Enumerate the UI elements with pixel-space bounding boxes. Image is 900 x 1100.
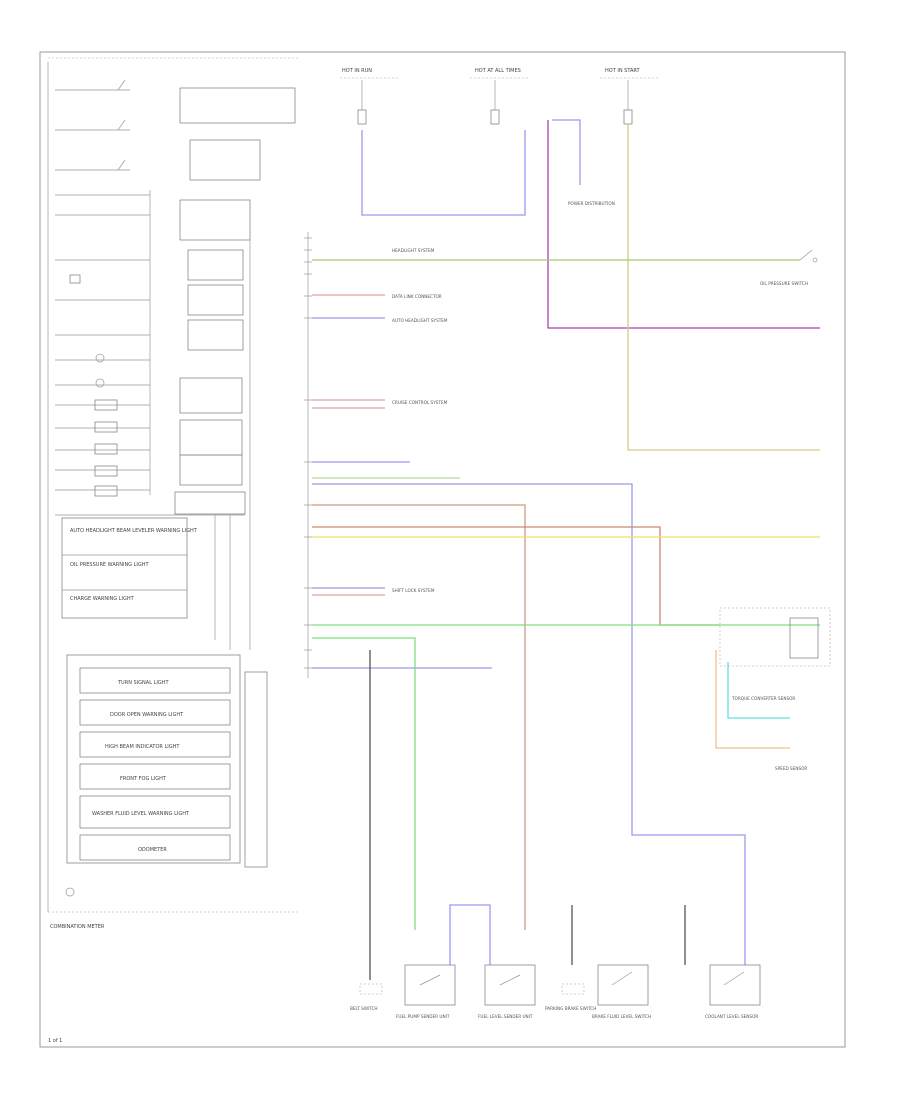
cluster-label-0: AUTO HEADLIGHT BEAM LEVELER WARNING LIGH… <box>70 528 198 534</box>
fuse-block-1: HOT AT ALL TIMES <box>475 68 521 74</box>
system-auto-headlight: AUTO HEADLIGHT SYSTEM <box>392 318 448 323</box>
page-tag: 1 of 1 <box>48 1038 62 1044</box>
sensor-belt-switch: BELT SWITCH <box>350 1006 378 1011</box>
meter-item-2: HIGH BEAM INDICATOR LIGHT <box>105 744 180 750</box>
torque-converter-label: TORQUE CONVERTER SENSOR <box>731 696 795 701</box>
combination-meter: AUTO HEADLIGHT BEAM LEVELER WARNING LIGH… <box>47 57 300 930</box>
fuse-blocks: HOT IN RUN HOT AT ALL TIMES HOT IN START… <box>340 68 660 206</box>
system-data-link: DATA LINK CONNECTOR <box>392 294 442 299</box>
fuse-block-0: HOT IN RUN <box>342 68 372 74</box>
meter-items: TURN SIGNAL LIGHT DOOR OPEN WARNING LIGH… <box>79 667 231 861</box>
system-shift-lock: SHIFT LOCK SYSTEM <box>392 588 435 593</box>
meter-item-0: TURN SIGNAL LIGHT <box>117 680 169 686</box>
footer-label: COMBINATION METER <box>50 924 105 930</box>
power-distribution-label: POWER DISTRIBUTION <box>568 201 615 206</box>
connector-column <box>304 232 312 678</box>
right-components: OIL PRESSURE SWITCH TORQUE CONVERTER SEN… <box>719 249 831 771</box>
diagram-frame <box>39 51 846 1048</box>
oil-pressure-switch-label: OIL PRESSURE SWITCH <box>760 281 808 286</box>
connected-systems: HEADLIGHT SYSTEM DATA LINK CONNECTOR AUT… <box>392 248 448 593</box>
sensor-brake-fluid: BRAKE FLUID LEVEL SWITCH <box>592 1014 651 1019</box>
cluster-label-2: CHARGE WARNING LIGHT <box>70 596 135 602</box>
bottom-sensors: BELT SWITCH FUEL PUMP SENDER UNIT FUEL L… <box>350 964 761 1019</box>
meter-item-4: WASHER FLUID LEVEL WARNING LIGHT <box>92 811 190 817</box>
sensor-fuel-pump: FUEL PUMP SENDER UNIT <box>396 1014 450 1019</box>
system-cruise-control: CRUISE CONTROL SYSTEM <box>392 400 448 405</box>
meter-item-3: FRONT FOG LIGHT <box>120 776 167 782</box>
system-headlight: HEADLIGHT SYSTEM <box>392 248 435 253</box>
meter-item-1: DOOR OPEN WARNING LIGHT <box>110 712 184 718</box>
sensor-parking-brake: PARKING BRAKE SWITCH <box>545 1006 596 1011</box>
sensor-fuel-level: FUEL LEVEL SENDER UNIT <box>478 1014 533 1019</box>
cluster-label-1: OIL PRESSURE WARNING LIGHT <box>70 562 150 568</box>
speed-sensor-label: SPEED SENSOR <box>775 766 807 771</box>
wires <box>312 119 820 980</box>
fuse-block-2: HOT IN START <box>605 68 641 74</box>
meter-item-5: ODOMETER <box>138 847 167 853</box>
sensor-coolant-level: COOLANT LEVEL SENSOR <box>705 1014 758 1019</box>
